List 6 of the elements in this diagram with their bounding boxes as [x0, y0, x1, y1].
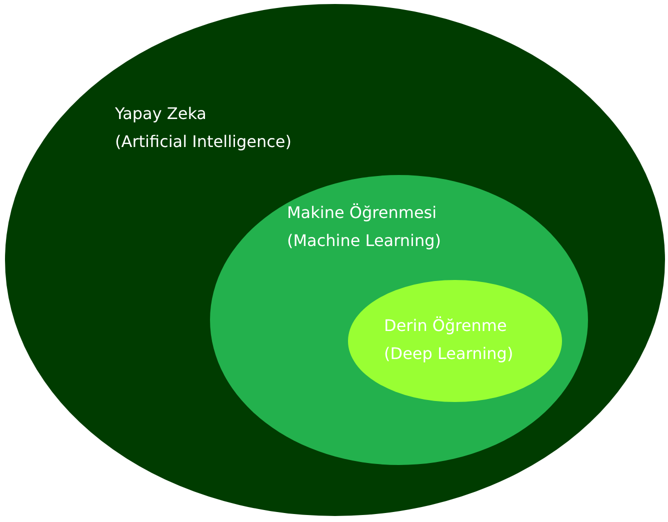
region-title: Yapay Zeka	[115, 103, 206, 125]
region-subtitle: (Machine Learning)	[287, 230, 442, 252]
region-subtitle: (Deep Learning)	[384, 343, 514, 365]
region-title: Makine Öğrenmesi	[287, 202, 437, 224]
region-subtitle: (Artificial Intelligence)	[115, 131, 292, 153]
region-title: Derin Öğrenme	[384, 315, 507, 337]
